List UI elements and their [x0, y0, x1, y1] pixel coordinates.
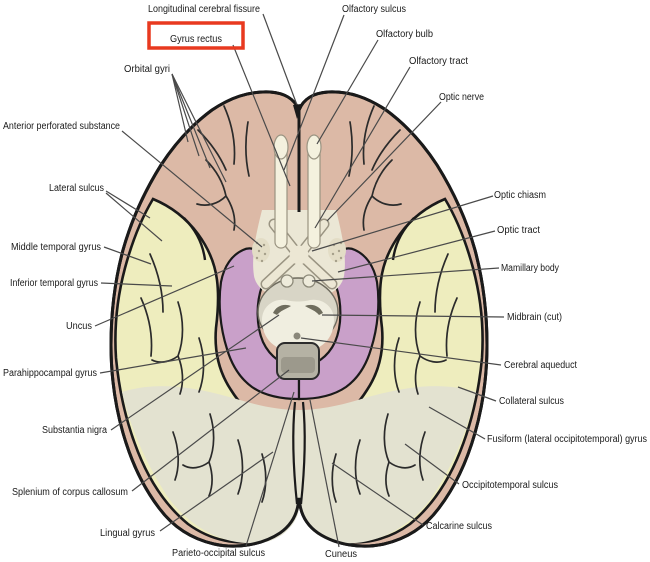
- leader-occipitotemporal-sulcus: [404, 443, 460, 485]
- label-orbital-gyri: Orbital gyri: [124, 64, 170, 75]
- leader-orbital-gyri-2: [171, 73, 200, 157]
- olfactory-bulb-right-shape: [306, 134, 322, 160]
- label-cerebral-aqueduct: Cerebral aqueduct: [504, 360, 577, 371]
- label-optic-nerve: Optic nerve: [439, 92, 484, 103]
- splenium-shade: [281, 357, 315, 373]
- leader-lateral-sulcus-2: [105, 192, 163, 242]
- temporal-pole-arc-left: [183, 217, 207, 261]
- leader-parahippocampal-gyrus: [99, 347, 247, 374]
- label-olfactory-sulcus: Olfactory sulcus: [342, 4, 406, 15]
- brain-outline-stroke: [109, 90, 489, 548]
- label-fusiform-gyrus: Fusiform (lateral occipitotemporal) gyru…: [487, 434, 647, 445]
- label-mamillary-body: Mamillary body: [501, 263, 559, 274]
- sulci-frontal-left: [196, 105, 250, 231]
- label-collateral-sulcus: Collateral sulcus: [499, 396, 564, 407]
- leader-collateral-sulcus: [457, 386, 497, 402]
- label-middle-temporal-gyrus: Middle temporal gyrus: [11, 242, 101, 253]
- label-optic-chiasm: Optic chiasm: [494, 190, 546, 201]
- mamillary-body-left-shape: [280, 274, 294, 288]
- label-olfactory-tract: Olfactory tract: [409, 56, 468, 67]
- leader-lateral-sulcus-1: [105, 190, 151, 219]
- label-inferior-temporal-gyrus: Inferior temporal gyrus: [10, 278, 98, 289]
- medial-occipital-cleft: [292, 401, 306, 505]
- leader-optic-nerve: [326, 101, 442, 222]
- leader-inferior-temporal-gyrus: [100, 282, 173, 287]
- leader-olfactory-tract: [314, 66, 411, 229]
- label-optic-tract: Optic tract: [497, 225, 540, 236]
- label-gyrus-rectus: Gyrus rectus: [170, 34, 222, 45]
- leader-lingual-gyrus: [159, 451, 274, 532]
- label-parieto-occipital-sulcus: Parieto-occipital sulcus: [172, 548, 265, 559]
- leader-midbrain-cut: [321, 314, 505, 318]
- label-lingual-gyrus: Lingual gyrus: [100, 528, 155, 539]
- leader-optic-tract: [337, 230, 496, 273]
- label-longitudinal-cerebral-fissure: Longitudinal cerebral fissure: [148, 4, 260, 15]
- leader-olfactory-bulb: [316, 39, 379, 145]
- leader-mamillary-body: [311, 267, 500, 282]
- leader-calcarine-sulcus: [331, 462, 424, 526]
- leader-parieto-occipital-sulcus: [245, 391, 295, 547]
- leader-substantia-nigra: [110, 314, 280, 431]
- optic-chiasm-center: [289, 245, 309, 265]
- leader-cerebral-aqueduct: [300, 337, 502, 366]
- leader-gyrus-rectus: [232, 44, 291, 187]
- label-parahippocampal-gyrus: Parahippocampal gyrus: [3, 368, 97, 379]
- label-olfactory-bulb: Olfactory bulb: [376, 29, 433, 40]
- gyrus-rectus-highlight-box: [147, 21, 245, 50]
- cerebral-aqueduct-dot: [293, 332, 301, 340]
- sulci-occipital-left: [172, 413, 267, 503]
- occipital-region-fill: [122, 386, 476, 544]
- sulci-frontal-right: [348, 105, 402, 231]
- leader-fusiform-gyrus: [428, 406, 486, 440]
- label-splenium-of-corpus-callosum: Splenium of corpus callosum: [12, 487, 128, 498]
- leader-orbital-gyri-4: [171, 73, 227, 183]
- label-anterior-perforated-substance: Anterior perforated substance: [3, 121, 120, 132]
- labels: Longitudinal cerebral fissure Olfactory …: [3, 4, 647, 560]
- leader-uncus: [94, 265, 235, 327]
- fissure-arrowhead: [293, 104, 301, 119]
- label-midbrain-cut: Midbrain (cut): [507, 312, 562, 323]
- label-occipitotemporal-sulcus: Occipitotemporal sulcus: [462, 480, 558, 491]
- leader-olfactory-sulcus: [283, 14, 345, 171]
- label-lateral-sulcus: Lateral sulcus: [49, 183, 104, 194]
- substantia-nigra-right-shape: [305, 304, 323, 315]
- leader-anterior-perforated-substance: [121, 130, 263, 248]
- leader-middle-temporal-gyrus: [103, 246, 152, 265]
- label-calcarine-sulcus: Calcarine sulcus: [426, 521, 492, 532]
- brain-illustration: [109, 90, 489, 548]
- leader-orbital-gyri-1: [171, 73, 189, 143]
- label-uncus: Uncus: [66, 321, 92, 332]
- leader-cuneus: [309, 399, 340, 548]
- midbrain-cut-surface: [262, 299, 334, 352]
- label-cuneus: Cuneus: [325, 549, 357, 560]
- stipple-dots: [255, 241, 343, 263]
- leader-optic-chiasm: [311, 195, 494, 252]
- sulci-occipital-right: [331, 413, 426, 503]
- leader-longitudinal-cerebral-fissure: [262, 13, 298, 106]
- leader-splenium: [131, 369, 290, 492]
- leader-orbital-gyri-3: [171, 73, 211, 169]
- leader-lines: [94, 13, 505, 548]
- substantia-nigra-left-shape: [273, 304, 291, 315]
- label-substantia-nigra: Substantia nigra: [42, 425, 107, 436]
- sulci-temporal-right: [393, 253, 458, 395]
- olfactory-bulb-left-shape: [273, 134, 289, 160]
